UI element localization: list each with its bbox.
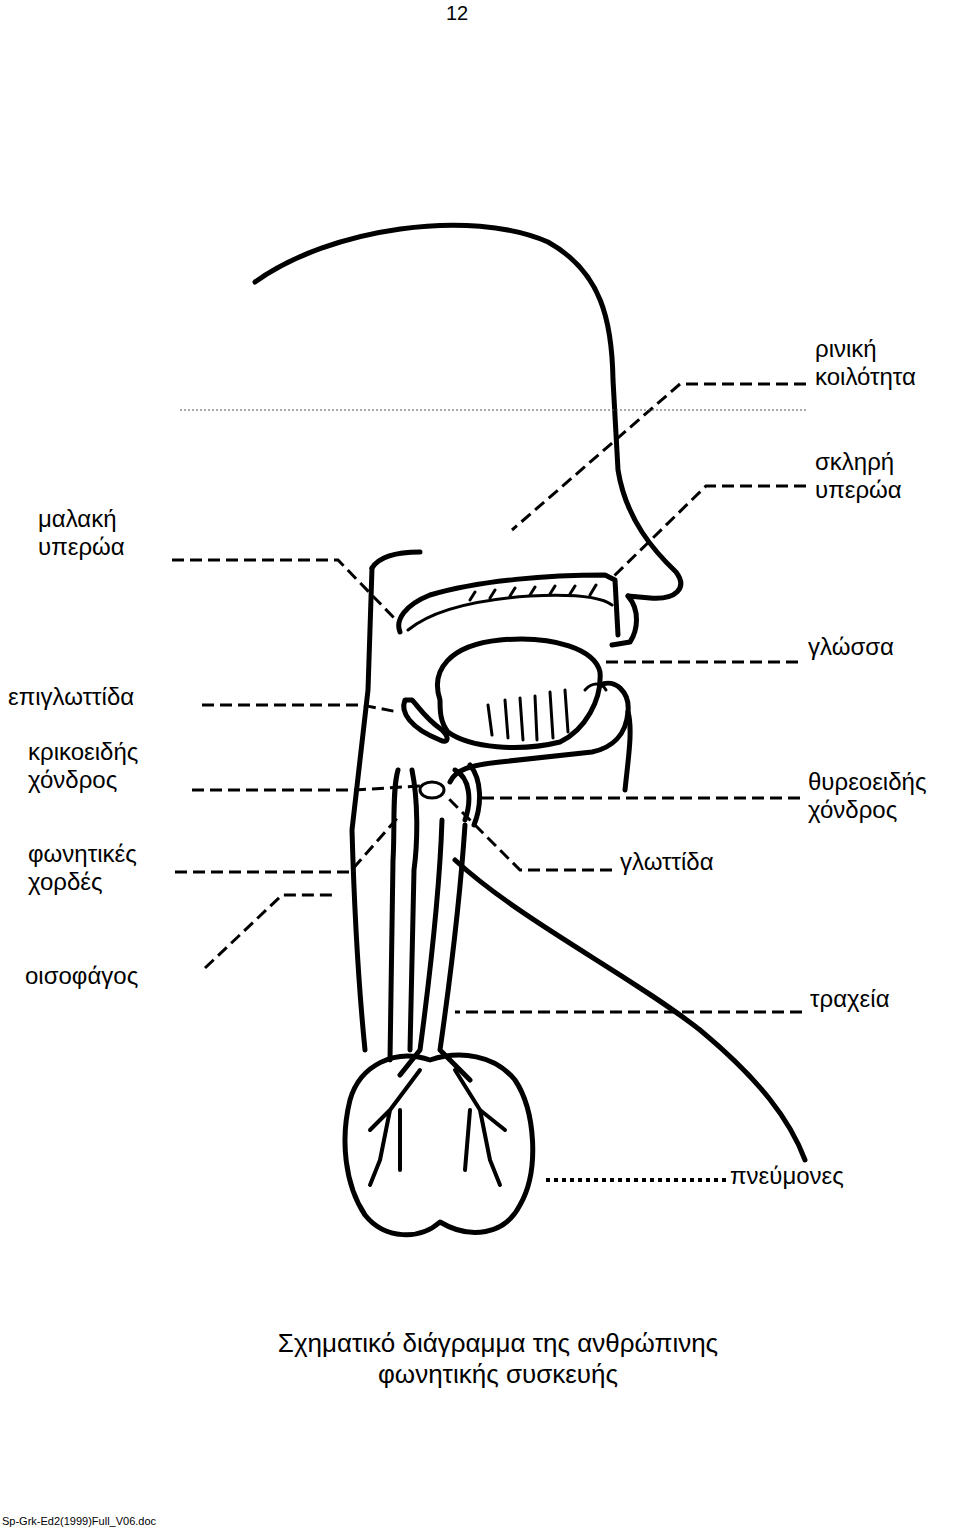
epiglottis bbox=[404, 700, 447, 741]
leader-line bbox=[205, 895, 335, 968]
esophagus-inner bbox=[410, 770, 417, 1050]
trachea bbox=[400, 820, 470, 1080]
head-outline bbox=[255, 225, 681, 598]
part-label: θυρεοειδής χόνδρος bbox=[808, 768, 956, 823]
leader-line bbox=[612, 486, 806, 578]
skull-back bbox=[372, 552, 420, 568]
part-label: γλωττίδα bbox=[620, 848, 714, 876]
leader-line bbox=[600, 661, 798, 664]
part-label: φωνητικές χορδές bbox=[28, 840, 173, 895]
esophagus bbox=[390, 770, 398, 1060]
leader-line bbox=[445, 795, 612, 870]
leader-line bbox=[192, 786, 420, 790]
part-label: επιγλωττίδα bbox=[8, 683, 134, 711]
pharynx-wall bbox=[352, 568, 372, 1050]
part-label: μαλακή υπερώα bbox=[38, 505, 168, 560]
part-label: γλώσσα bbox=[808, 633, 894, 661]
chin-neck bbox=[625, 712, 630, 790]
leader-line bbox=[545, 1178, 726, 1182]
part-label: ρινική κοιλότητα bbox=[815, 335, 955, 390]
leader-line bbox=[175, 815, 400, 872]
tongue-muscle bbox=[488, 690, 568, 740]
palate bbox=[399, 575, 618, 635]
leader-line bbox=[202, 705, 398, 712]
part-label: Sp-Grk-Ed2(1999)Full_V06.doc bbox=[2, 1515, 156, 1528]
part-label: σκληρή υπερώα bbox=[815, 448, 935, 503]
part-label: πνεύμονες bbox=[730, 1162, 844, 1190]
vocal-cords bbox=[420, 782, 444, 798]
leader-line bbox=[172, 560, 398, 622]
tongue bbox=[438, 639, 601, 747]
bronchi bbox=[370, 1070, 505, 1185]
part-label: 12 bbox=[446, 2, 468, 25]
teeth-lower bbox=[585, 684, 606, 690]
lower-jaw bbox=[450, 683, 628, 782]
figure-caption: Σχηματικό διάγραμμα της ανθρώπινης φωνητ… bbox=[218, 1328, 778, 1390]
section-line bbox=[180, 410, 808, 411]
palate-inner bbox=[408, 595, 612, 630]
leader-line bbox=[512, 384, 806, 530]
part-label: κρικοειδής χόνδρος bbox=[28, 738, 188, 793]
part-label: τραχεία bbox=[810, 985, 890, 1013]
chest-line bbox=[455, 860, 805, 1160]
leader-line bbox=[478, 797, 800, 800]
lungs bbox=[345, 1055, 533, 1235]
leader-line bbox=[455, 1011, 802, 1014]
part-label: οισοφάγος bbox=[25, 962, 138, 990]
teeth-upper bbox=[470, 585, 596, 600]
